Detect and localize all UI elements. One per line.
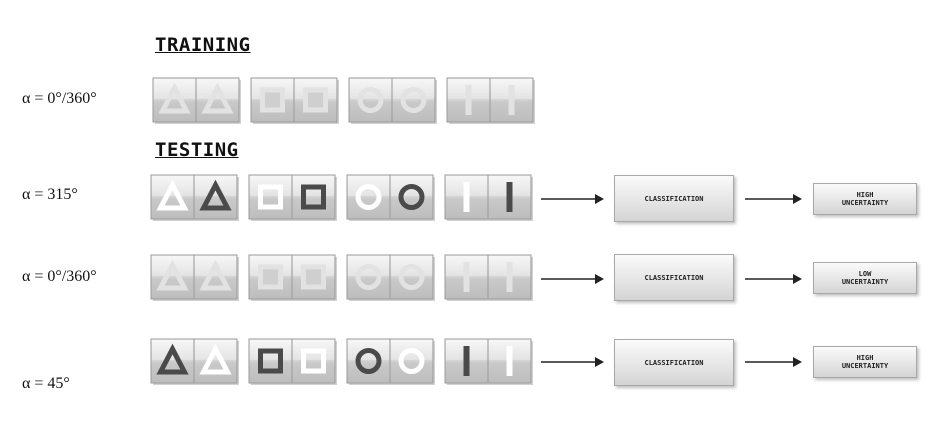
uncertainty-word: UNCERTAINTY bbox=[841, 278, 889, 286]
triangle-tile bbox=[193, 174, 239, 221]
shape-tile-row-45 bbox=[150, 338, 533, 385]
triangle-tile bbox=[152, 77, 198, 124]
bar-tile bbox=[487, 254, 533, 301]
circle-shape bbox=[398, 264, 425, 290]
shape-tiles bbox=[150, 174, 533, 221]
circle-tile bbox=[391, 77, 437, 124]
bar-shape bbox=[506, 346, 513, 376]
circle-tile bbox=[346, 174, 392, 221]
shape-tile-row-315 bbox=[150, 174, 533, 221]
shape-tiles bbox=[150, 338, 533, 385]
triangle-tile bbox=[193, 254, 239, 301]
square-shape bbox=[301, 184, 326, 210]
triangle-shape bbox=[199, 343, 232, 375]
bar-shape bbox=[508, 85, 515, 115]
square-shape bbox=[303, 87, 328, 113]
uncertainty-level: LOW bbox=[858, 269, 872, 278]
circle-shape bbox=[355, 264, 382, 290]
square-shape bbox=[258, 184, 283, 210]
square-tile bbox=[291, 174, 337, 221]
triangle-shape bbox=[199, 179, 232, 211]
circle-shape bbox=[398, 348, 425, 374]
bar-shape bbox=[463, 182, 470, 212]
circle-tile bbox=[389, 254, 435, 301]
bar-shape bbox=[465, 85, 472, 115]
circle-tile bbox=[346, 254, 392, 301]
uncertainty-level: HIGH bbox=[856, 190, 874, 199]
square-shape bbox=[258, 264, 283, 290]
classification-box-45: CLASSIFICATION bbox=[614, 339, 734, 386]
triangle-tile bbox=[150, 174, 196, 221]
square-tile bbox=[248, 254, 294, 301]
triangle-shape bbox=[156, 343, 189, 375]
arrow-to-classification-315 bbox=[541, 194, 604, 204]
triangle-tile bbox=[150, 254, 196, 301]
bar-tile bbox=[489, 77, 535, 124]
triangle-shape bbox=[199, 259, 232, 291]
alpha-label-45: α = 45° bbox=[22, 375, 70, 392]
shape-tiles bbox=[150, 254, 533, 301]
bar-tile bbox=[446, 77, 492, 124]
classification-box-0-360: CLASSIFICATION bbox=[614, 254, 734, 301]
bar-tile bbox=[444, 174, 490, 221]
training-heading: TRAINING bbox=[155, 34, 251, 56]
circle-tile bbox=[389, 174, 435, 221]
triangle-tile bbox=[150, 338, 196, 385]
square-tile bbox=[291, 254, 337, 301]
shape-tile-row-training bbox=[152, 77, 535, 124]
alpha-label-training: α = 0°/360° bbox=[22, 90, 97, 107]
triangle-shape bbox=[156, 179, 189, 211]
bar-shape bbox=[463, 346, 470, 376]
triangle-tile bbox=[193, 338, 239, 385]
uncertainty-word: UNCERTAINTY bbox=[841, 199, 889, 207]
bar-shape bbox=[463, 262, 470, 292]
uncertainty-word: UNCERTAINTY bbox=[841, 362, 889, 370]
arrow-to-result-315 bbox=[745, 194, 802, 204]
square-shape bbox=[260, 87, 285, 113]
circle-shape bbox=[357, 87, 384, 113]
triangle-tile bbox=[195, 77, 241, 124]
triangle-shape bbox=[156, 259, 189, 291]
bar-tile bbox=[444, 254, 490, 301]
shape-tiles bbox=[152, 77, 535, 124]
uncertainty-level: HIGH bbox=[856, 353, 874, 362]
square-shape bbox=[301, 348, 326, 374]
square-shape bbox=[301, 264, 326, 290]
triangle-shape bbox=[201, 82, 234, 114]
testing-heading: TESTING bbox=[155, 139, 239, 161]
circle-shape bbox=[398, 184, 425, 210]
circle-tile bbox=[346, 338, 392, 385]
circle-tile bbox=[389, 338, 435, 385]
square-tile bbox=[248, 338, 294, 385]
square-shape bbox=[258, 348, 283, 374]
bar-shape bbox=[506, 182, 513, 212]
square-tile bbox=[248, 174, 294, 221]
square-tile bbox=[293, 77, 339, 124]
arrow-to-result-0-360 bbox=[745, 274, 802, 284]
triangle-shape bbox=[158, 82, 191, 114]
arrow-to-result-45 bbox=[745, 357, 802, 367]
arrow-to-classification-45 bbox=[541, 357, 604, 367]
square-tile bbox=[250, 77, 296, 124]
bar-tile bbox=[444, 338, 490, 385]
square-tile bbox=[291, 338, 337, 385]
circle-shape bbox=[355, 348, 382, 374]
bar-shape bbox=[506, 262, 513, 292]
circle-tile bbox=[348, 77, 394, 124]
alpha-label-0-360: α = 0°/360° bbox=[22, 268, 97, 285]
arrow-to-classification-0-360 bbox=[541, 274, 604, 284]
shape-tile-row-0-360 bbox=[150, 254, 533, 301]
alpha-label-315: α = 315° bbox=[22, 186, 78, 203]
circle-shape bbox=[355, 184, 382, 210]
classification-box-315: CLASSIFICATION bbox=[614, 175, 734, 222]
circle-shape bbox=[400, 87, 427, 113]
bar-tile bbox=[487, 174, 533, 221]
bar-tile bbox=[487, 338, 533, 385]
